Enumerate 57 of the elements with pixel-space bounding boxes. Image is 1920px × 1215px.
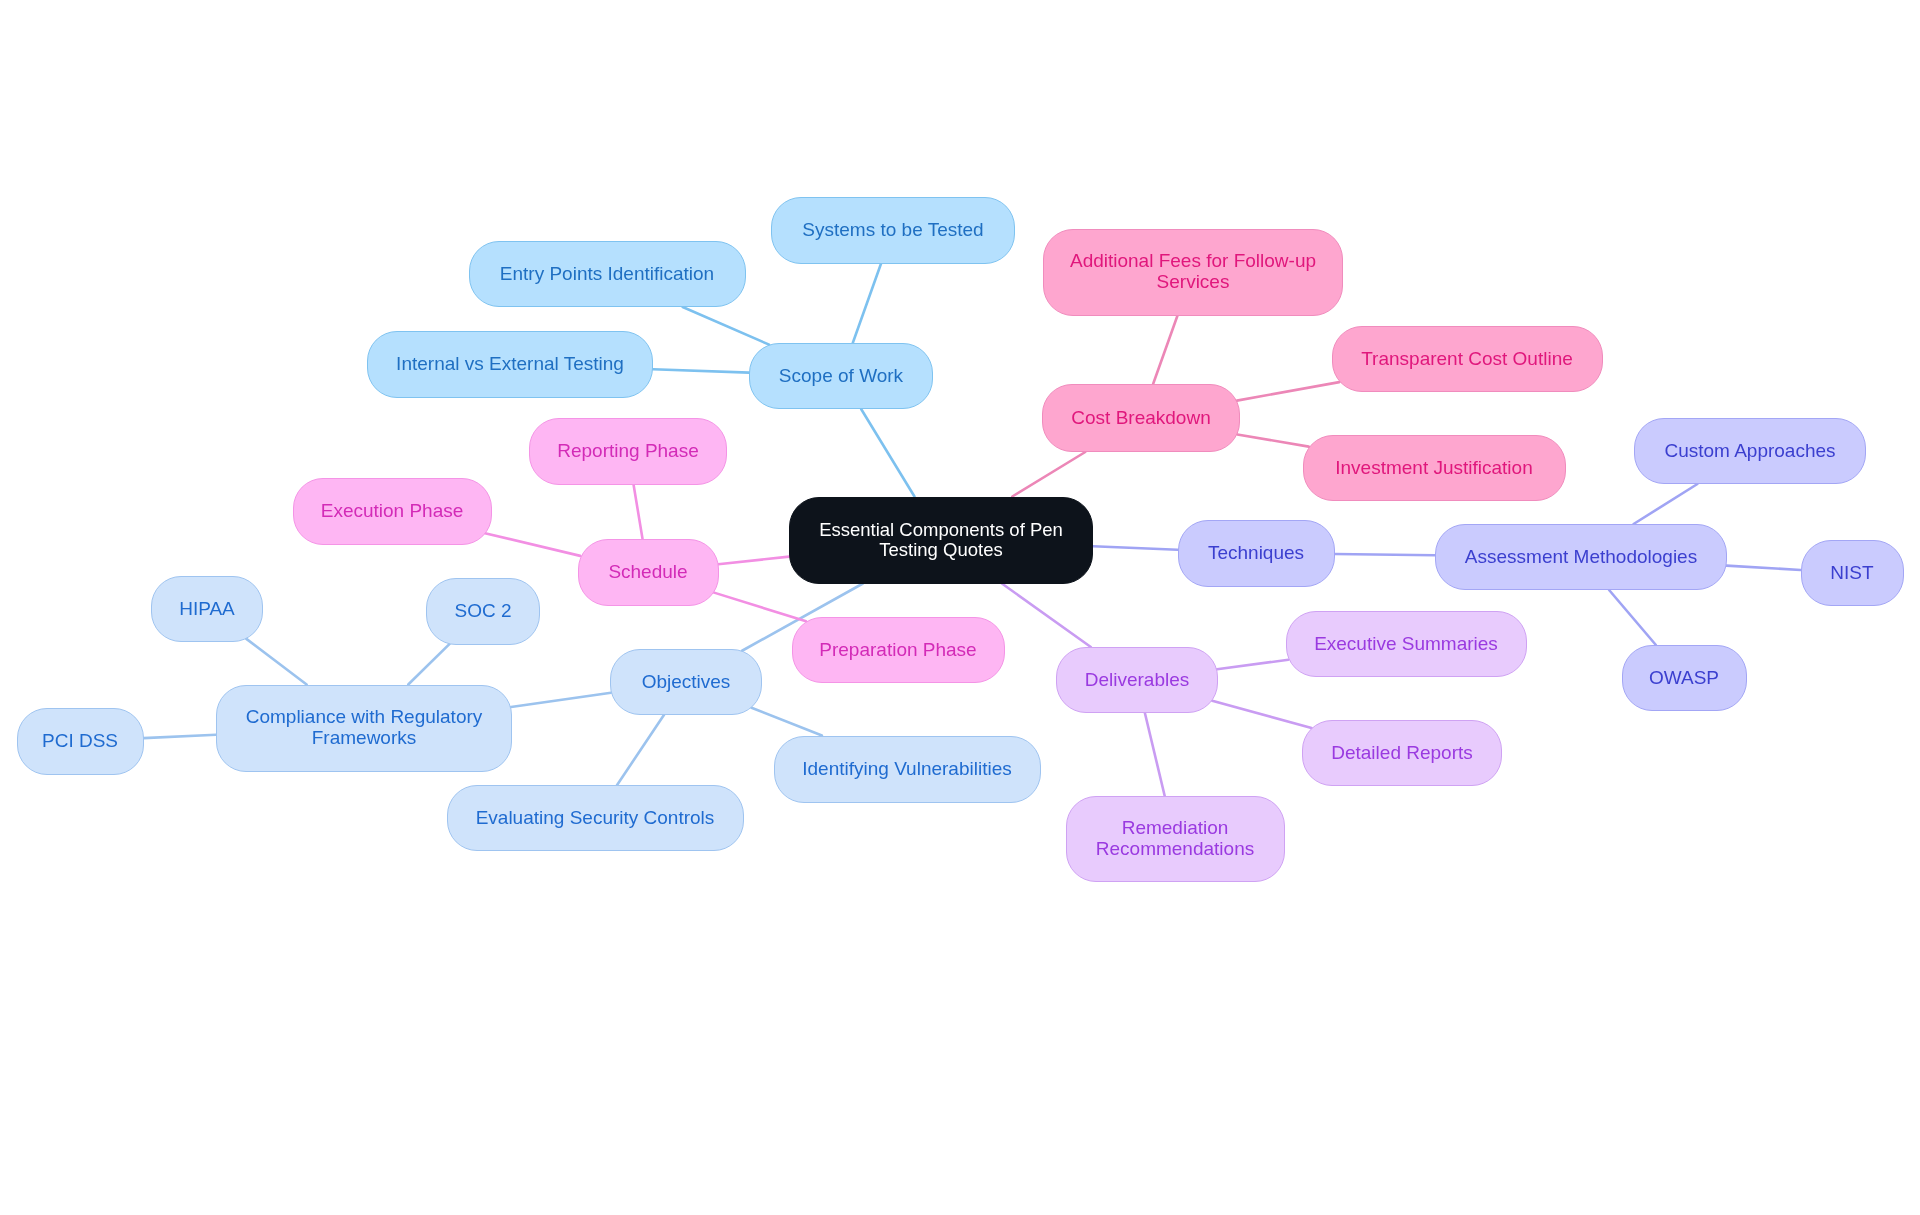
- connector-line: [716, 555, 791, 566]
- connector-line: [859, 407, 916, 498]
- topic-pill: Investment Justification: [1302, 435, 1566, 501]
- topic-pill: HIPAA: [151, 576, 263, 642]
- topic-pill: Identifying Vulnerabilities: [773, 735, 1041, 803]
- connector-line: [1151, 314, 1179, 386]
- connector-line: [651, 367, 751, 374]
- topic-pill: Systems to be Tested: [771, 196, 1015, 264]
- connector-line: [509, 691, 613, 709]
- topic-pill: Evaluating Security Controls: [446, 785, 744, 851]
- connector-line: [1000, 582, 1093, 649]
- topic-pill: Cost Breakdown: [1042, 384, 1240, 452]
- topic-pill: Internal vs External Testing: [367, 330, 653, 398]
- connector-line: [406, 642, 451, 686]
- connector-line: [851, 262, 883, 345]
- topic-pill: Scope of Work: [749, 343, 933, 409]
- connector-line: [1091, 544, 1179, 552]
- connector-line: [1236, 433, 1311, 448]
- topic-pill: Additional Fees for Follow-up Services: [1043, 228, 1343, 316]
- connector-line: [1143, 711, 1166, 798]
- topic-pill: Detailed Reports: [1302, 720, 1502, 786]
- connector-line: [712, 591, 808, 623]
- topic-pill: Executive Summaries: [1285, 611, 1527, 677]
- topic-pill: Deliverables: [1056, 647, 1218, 713]
- connector-line: [632, 483, 644, 540]
- topic-pill: Techniques: [1177, 519, 1335, 587]
- connector-line: [1632, 482, 1699, 526]
- connector-line: [681, 305, 771, 346]
- connector-line: [483, 531, 582, 558]
- connector-line: [615, 713, 666, 787]
- topic-pill: Assessment Methodologies: [1435, 524, 1727, 590]
- connector-line: [1607, 588, 1658, 647]
- topic-pill: Execution Phase: [292, 477, 492, 545]
- topic-pill: Custom Approaches: [1634, 418, 1866, 484]
- topic-pill: Transparent Cost Outline: [1331, 326, 1603, 392]
- connector-line: [1210, 699, 1313, 730]
- topic-pill: Objectives: [610, 649, 762, 715]
- connector-line: [245, 637, 308, 686]
- topic-pill: Schedule: [577, 538, 719, 606]
- connector-line: [1725, 564, 1802, 572]
- topic-pill: Remediation Recommendations: [1065, 796, 1285, 882]
- topic-pill: OWASP: [1621, 645, 1747, 711]
- connector-line: [750, 706, 824, 737]
- connector-line: [740, 582, 865, 653]
- topic-pill: Reporting Phase: [529, 417, 727, 485]
- connector-line: [142, 733, 218, 740]
- topic-pill: Preparation Phase: [791, 617, 1005, 683]
- topic-pill: SOC 2: [426, 577, 540, 645]
- connector-line: [1011, 450, 1087, 498]
- topic-pill: PCI DSS: [16, 707, 144, 775]
- connector-line: [1215, 658, 1290, 671]
- central-topic-box: Essential Components of Pen Testing Quotes: [789, 496, 1093, 584]
- topic-pill: NIST: [1800, 540, 1904, 606]
- topic-pill: Entry Points Identification: [468, 241, 746, 307]
- connector-line: [1235, 380, 1341, 402]
- connector-line: [1333, 552, 1437, 557]
- topic-pill: Compliance with Regulatory Frameworks: [216, 684, 512, 772]
